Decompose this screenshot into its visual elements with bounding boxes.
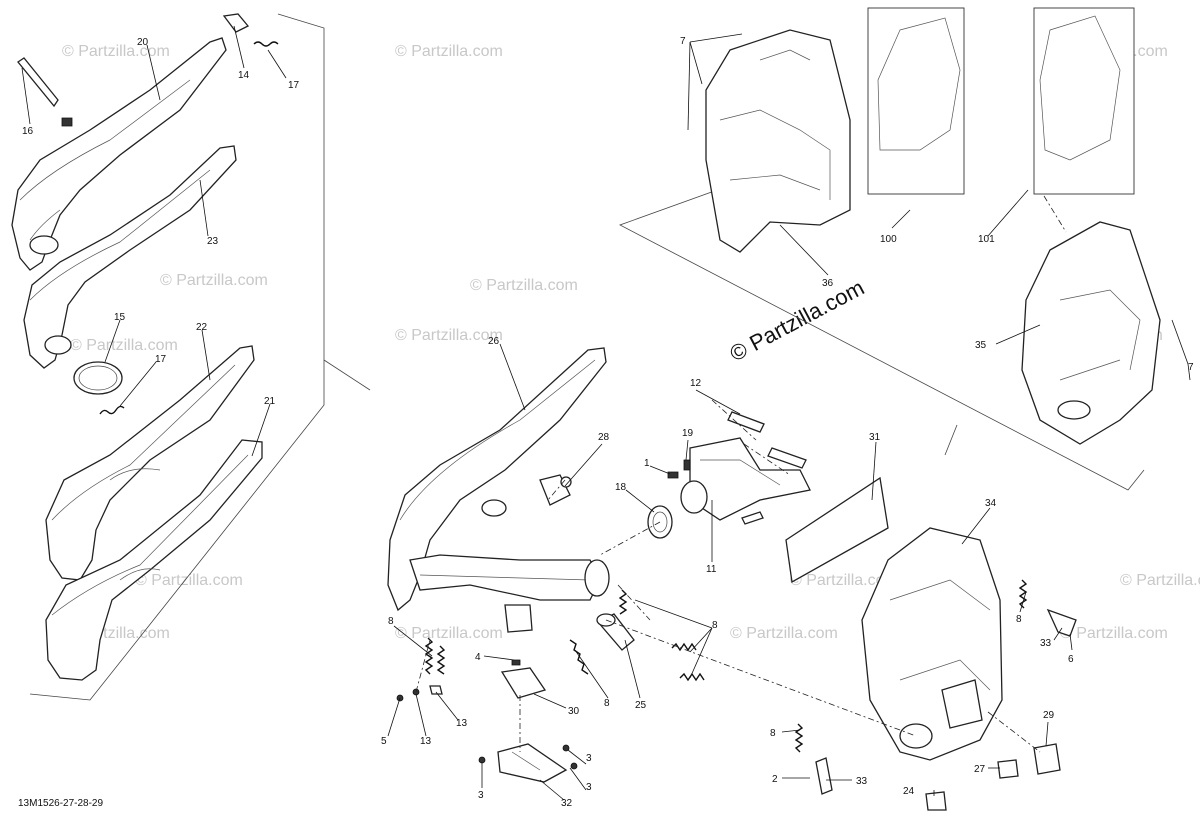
watermark: © Partzilla.com xyxy=(70,337,178,354)
callout-33: 33 xyxy=(856,776,868,787)
part-29-grommet xyxy=(1033,743,1061,775)
part-36-silencer-cover xyxy=(705,29,851,253)
part-26-tuned-pipe xyxy=(387,347,610,633)
callout-17-lower: 17 xyxy=(155,354,167,365)
callout-8: 8 xyxy=(388,616,394,627)
callout-16: 16 xyxy=(22,126,34,137)
part-22-expansion-pipe xyxy=(45,345,255,581)
callout-26: 26 xyxy=(488,336,500,347)
part-23-expansion-pipe xyxy=(23,145,237,369)
part-21-expansion-pipe xyxy=(45,439,263,681)
callout-7-b: 7 xyxy=(1188,362,1194,373)
part-15-ring xyxy=(73,361,123,395)
part-25-coupler xyxy=(596,613,635,651)
part-30-bracket xyxy=(500,659,547,699)
callout-15: 15 xyxy=(114,312,126,323)
callout-3-c: 3 xyxy=(478,790,484,801)
watermark: © Partzilla.com xyxy=(1060,625,1168,642)
center-watermark: © Partzilla.com xyxy=(726,275,869,367)
watermark: © Partzilla.com xyxy=(395,625,503,642)
callout-33-b: 33 xyxy=(1040,638,1052,649)
left-group-bracket xyxy=(29,13,371,701)
part-17-spring-lower xyxy=(99,405,125,415)
callout-100: 100 xyxy=(880,234,897,245)
callout-29: 29 xyxy=(1043,710,1055,721)
callout-35: 35 xyxy=(975,340,987,351)
callout-31: 31 xyxy=(869,432,881,443)
callout-28: 28 xyxy=(598,432,610,443)
callout-6: 6 xyxy=(1068,654,1074,665)
callout-17: 17 xyxy=(288,80,300,91)
leader-lines xyxy=(21,25,1191,801)
part-101-foam-box xyxy=(1033,7,1135,195)
part-16-clamp xyxy=(17,57,73,127)
callout-27: 27 xyxy=(974,764,986,775)
watermark: © Partzilla.com xyxy=(135,572,243,589)
callout-24: 24 xyxy=(903,786,915,797)
watermark: © Partzilla.com xyxy=(790,572,898,589)
part-28-sensor xyxy=(539,474,572,506)
callout-30: 30 xyxy=(568,706,580,717)
callout-3-b: 3 xyxy=(586,782,592,793)
callout-21: 21 xyxy=(264,396,276,407)
callout-101: 101 xyxy=(978,234,995,245)
callout-14: 14 xyxy=(238,70,250,81)
watermark: © Partzilla.com xyxy=(62,43,170,60)
assembly-lines xyxy=(415,195,1067,753)
callout-2: 2 xyxy=(772,774,778,785)
callout-32: 32 xyxy=(561,798,573,809)
part-1-bolt xyxy=(667,471,679,479)
callout-8-b: 8 xyxy=(604,698,610,709)
watermark: © Partzilla.com xyxy=(1120,572,1200,589)
watermark: © Partzilla.com xyxy=(730,625,838,642)
watermark: © Partzilla.com xyxy=(395,43,503,60)
watermark: © Partzilla.com xyxy=(470,277,578,294)
part-19-stud xyxy=(683,459,691,471)
callout-11: 11 xyxy=(706,564,717,575)
part-14-bracket xyxy=(222,13,250,33)
callout-3: 3 xyxy=(586,753,592,764)
callout-20: 20 xyxy=(137,37,149,48)
part-11-manifold xyxy=(680,437,811,525)
callout-22: 22 xyxy=(196,322,208,333)
callout-8-e: 8 xyxy=(1016,614,1022,625)
callout-12: 12 xyxy=(690,378,702,389)
part-33-bracket-lower xyxy=(815,757,833,795)
callout-34: 34 xyxy=(985,498,997,509)
callout-18: 18 xyxy=(615,482,627,493)
callout-25: 25 xyxy=(635,700,647,711)
callout-13-b: 13 xyxy=(456,718,468,729)
watermark: © Partzilla.com xyxy=(160,272,268,289)
callout-23: 23 xyxy=(207,236,219,247)
callout-36: 36 xyxy=(822,278,834,289)
callout-13: 13 xyxy=(420,736,432,747)
part-31-heat-shield xyxy=(785,476,889,584)
callout-8-c: 8 xyxy=(712,620,718,631)
part-32-mount xyxy=(497,743,568,783)
part-33-bracket-upper xyxy=(1046,608,1077,637)
upper-right-bracket xyxy=(619,179,1145,491)
part-20-expansion-pipe xyxy=(11,37,227,271)
part-24-bracket xyxy=(925,791,947,811)
part-27-grommet xyxy=(997,759,1019,779)
part-12-gaskets xyxy=(727,411,807,469)
watermark: © Partzilla.com xyxy=(395,327,503,344)
part-35-silencer-housing xyxy=(1021,221,1161,445)
part-100-foam-box xyxy=(867,7,965,195)
diagram-reference-code: 13M1526-27-28-29 xyxy=(18,798,103,809)
callout-8-d: 8 xyxy=(770,728,776,739)
callout-19: 19 xyxy=(682,428,694,439)
part-17-spring xyxy=(253,41,279,47)
callout-7: 7 xyxy=(680,36,686,47)
callout-labels: 20 14 17 16 23 15 17 22 21 26 12 28 19 1… xyxy=(22,36,1194,809)
callout-1: 1 xyxy=(644,458,650,469)
callout-5: 5 xyxy=(381,736,387,747)
part-34-silencer-body xyxy=(861,527,1003,761)
callout-4: 4 xyxy=(475,652,481,663)
